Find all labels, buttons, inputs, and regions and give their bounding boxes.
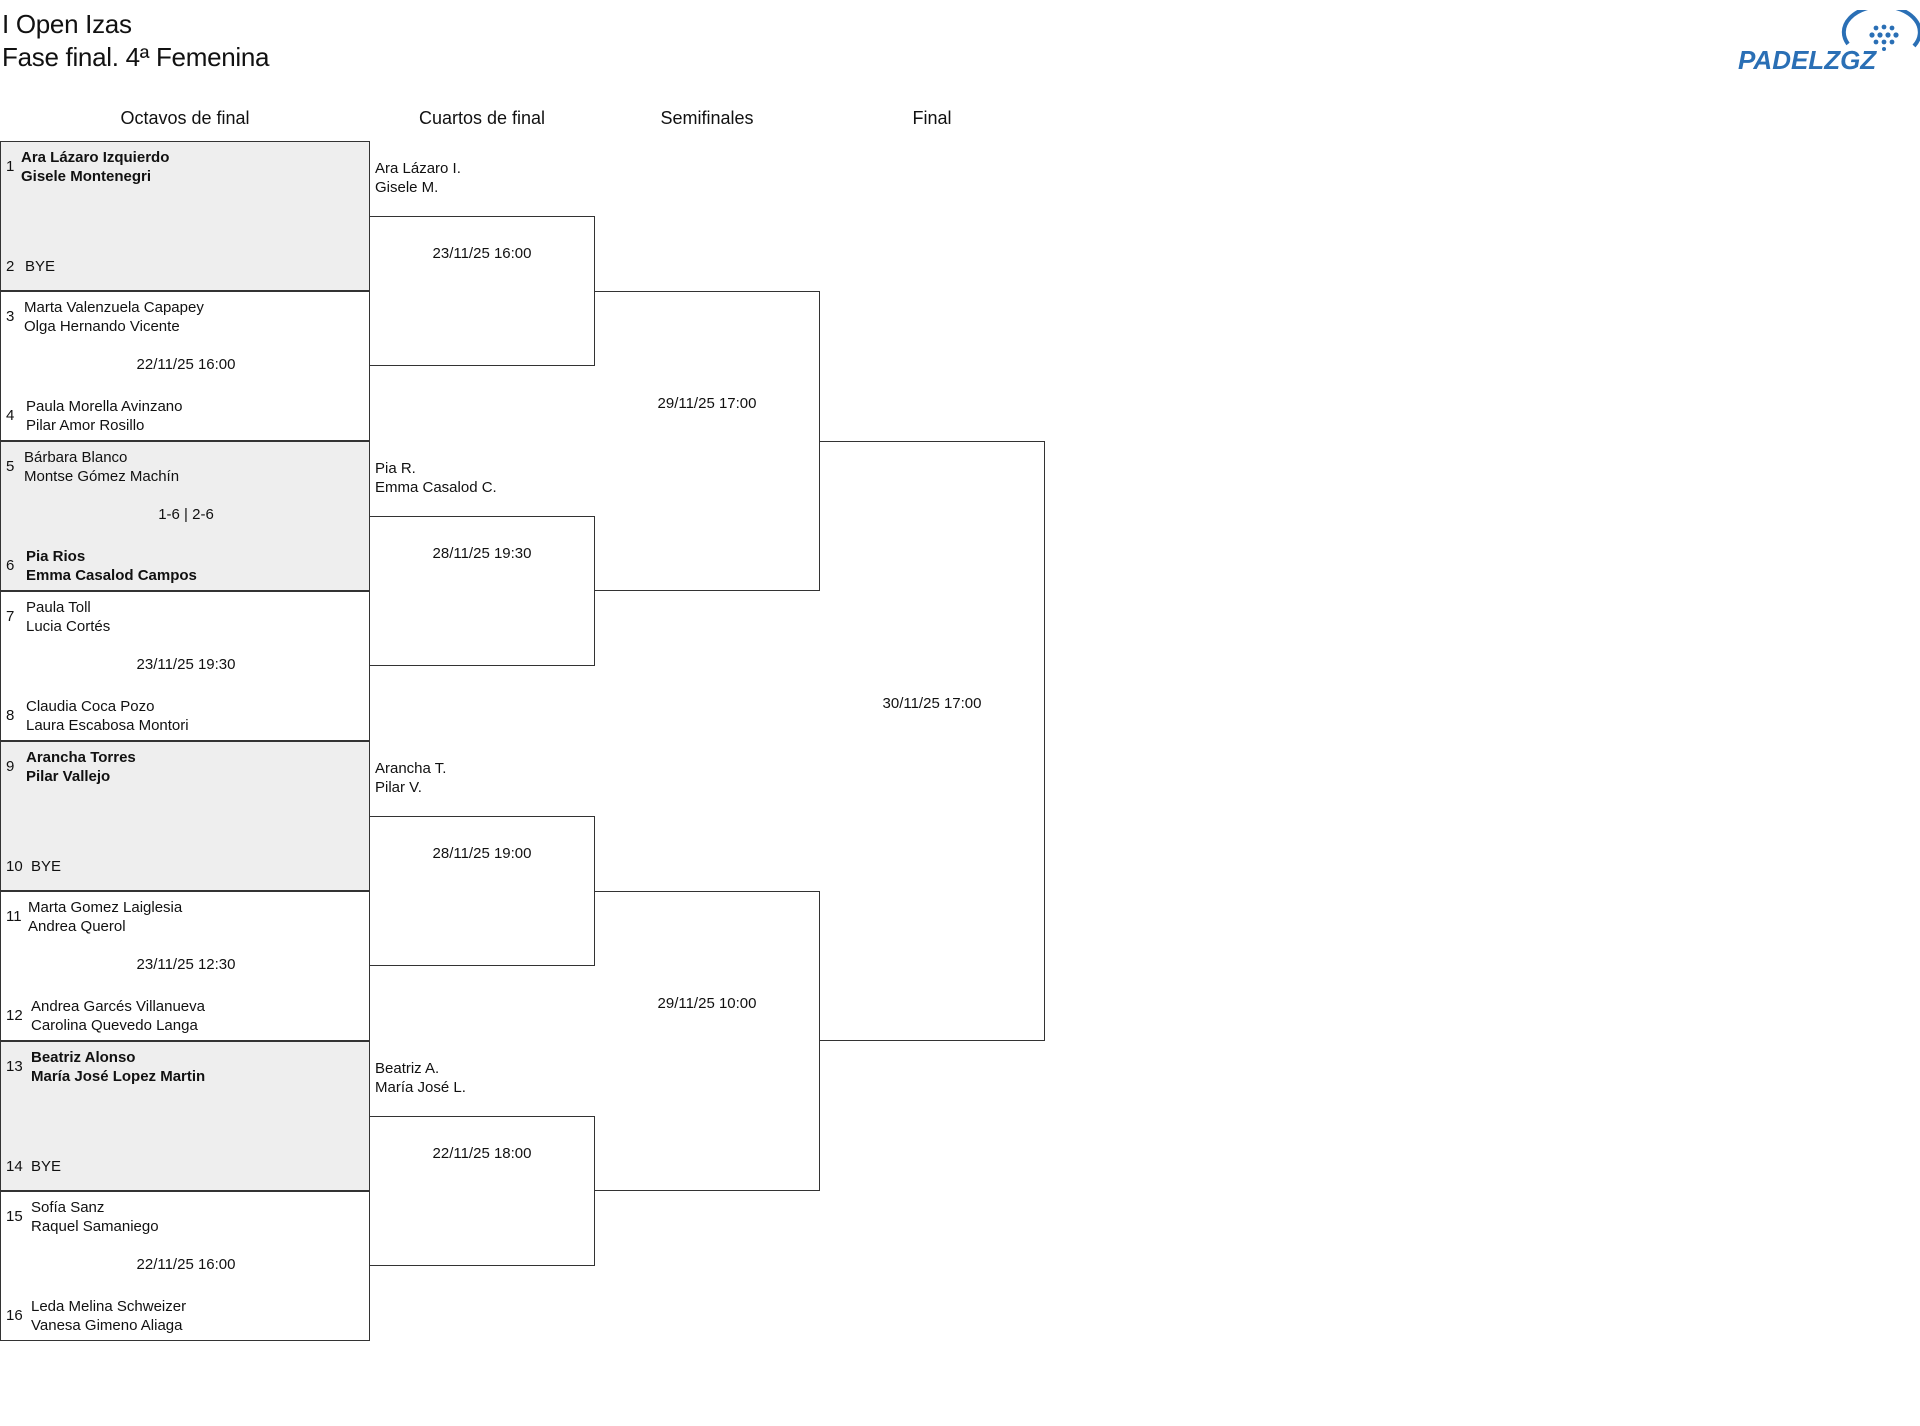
r16-match-4: 7 Paula Toll Lucia Cortés 23/11/25 19:30… (0, 591, 370, 741)
seed-number: 13 (6, 1058, 23, 1075)
qf-match-time: 22/11/25 18:00 (432, 1145, 532, 1162)
sf-connector-2 (595, 891, 820, 1191)
team-player-2: Laura Escabosa Montori (26, 717, 189, 734)
team-player-1: Sofía Sanz (31, 1199, 105, 1216)
tournament-title: I Open Izas (2, 9, 132, 39)
seed-number: 10 (6, 858, 23, 875)
logo-text: PADELZGZ (1738, 45, 1877, 75)
seed-number: 7 (6, 608, 15, 625)
seed-number: 12 (6, 1007, 23, 1024)
match-time: 22/11/25 16:00 (136, 356, 236, 373)
final-connector (820, 441, 1045, 1041)
seed-number: 6 (6, 557, 15, 574)
team-player-1: BYE (25, 258, 56, 275)
round-header-r16: Octavos de final (120, 108, 250, 128)
seed-number: 5 (6, 458, 15, 475)
r16-match-7: 13 Beatriz Alonso María José Lopez Marti… (0, 1041, 370, 1191)
team-player-2: Andrea Querol (28, 918, 126, 935)
team-player-1: Ara Lázaro Izquierdo (21, 149, 170, 166)
advanced-team-3-player-2: Pilar V. (375, 779, 422, 796)
team-player-1: Pia Rios (26, 548, 86, 565)
round-header-sf: Semifinales (660, 108, 754, 128)
seed-number: 14 (6, 1158, 23, 1175)
team-player-1: Leda Melina Schweizer (31, 1298, 187, 1315)
team-player-2: Lucia Cortés (26, 618, 111, 635)
team-player-2: Pilar Amor Rosillo (26, 417, 145, 434)
sf-connector-1 (595, 291, 820, 591)
team-player-2: Emma Casalod Campos (26, 567, 197, 584)
team-player-1: Andrea Garcés Villanueva (31, 998, 205, 1015)
advanced-team-1-player-2: Gisele M. (375, 179, 439, 196)
sf-match-time: 29/11/25 10:00 (657, 995, 757, 1012)
sf-match-time: 29/11/25 17:00 (657, 395, 757, 412)
team-player-2: Vanesa Gimeno Aliaga (31, 1317, 183, 1334)
team-player-1: Paula Morella Avinzano (26, 398, 183, 415)
team-player-1: BYE (31, 858, 62, 875)
team-player-1: Arancha Torres (26, 749, 136, 766)
seed-number: 11 (6, 908, 22, 925)
match-time: 22/11/25 16:00 (136, 1256, 236, 1273)
team-player-1: BYE (31, 1158, 62, 1175)
bracket-subtitle: Fase final. 4ª Femenina (2, 42, 270, 72)
team-player-2: Pilar Vallejo (26, 768, 111, 785)
seed-number: 2 (6, 258, 15, 275)
qf-connector-3 (370, 816, 595, 966)
seed-number: 8 (6, 707, 15, 724)
team-player-2: Carolina Quevedo Langa (31, 1017, 198, 1034)
qf-connector-2 (370, 516, 595, 666)
padelzgz-logo: PADELZGZ (1736, 4, 1920, 76)
r16-match-6: 11 Marta Gomez Laiglesia Andrea Querol 2… (0, 891, 370, 1041)
team-player-2: Montse Gómez Machín (24, 468, 180, 485)
advanced-team-1-player-1: Ara Lázaro I. (375, 160, 461, 177)
team-player-1: Bárbara Blanco (24, 449, 128, 466)
team-player-1: Claudia Coca Pozo (26, 698, 155, 715)
match-score: 1-6 | 2-6 (158, 506, 214, 523)
qf-match-time: 28/11/25 19:30 (432, 545, 532, 562)
qf-connector-1 (370, 216, 595, 366)
qf-connector-4 (370, 1116, 595, 1266)
seed-number: 16 (6, 1307, 23, 1324)
round-header-final: Final (912, 108, 952, 128)
team-player-1: Marta Valenzuela Capapey (24, 299, 204, 316)
seed-number: 4 (6, 407, 15, 424)
qf-match-time: 23/11/25 16:00 (432, 245, 532, 262)
advanced-team-4-player-2: María José L. (375, 1079, 466, 1096)
r16-match-5: 9 Arancha Torres Pilar Vallejo 10 BYE (0, 741, 370, 891)
match-time: 23/11/25 19:30 (136, 656, 236, 673)
qf-match-time: 28/11/25 19:00 (432, 845, 532, 862)
team-player-1: Marta Gomez Laiglesia (28, 899, 183, 916)
seed-number: 15 (6, 1208, 23, 1225)
team-player-1: Paula Toll (26, 599, 91, 616)
r16-match-8: 15 Sofía Sanz Raquel Samaniego 22/11/25 … (0, 1191, 370, 1341)
seed-number: 3 (6, 308, 15, 325)
final-match-time: 30/11/25 17:00 (882, 695, 982, 712)
advanced-team-2-player-2: Emma Casalod C. (375, 479, 497, 496)
team-player-1: Beatriz Alonso (31, 1049, 136, 1066)
seed-number: 9 (6, 758, 15, 775)
team-player-2: Gisele Montenegri (21, 168, 152, 185)
team-player-2: María José Lopez Martin (31, 1068, 206, 1085)
r16-match-2: 3 Marta Valenzuela Capapey Olga Hernando… (0, 291, 370, 441)
advanced-team-2-player-1: Pia R. (375, 460, 416, 477)
match-time: 23/11/25 12:30 (136, 956, 236, 973)
team-player-2: Olga Hernando Vicente (24, 318, 180, 335)
team-player-2: Raquel Samaniego (31, 1218, 159, 1235)
round-header-qf: Cuartos de final (418, 108, 546, 128)
seed-number: 1 (6, 158, 15, 175)
r16-match-3: 5 Bárbara Blanco Montse Gómez Machín 1-6… (0, 441, 370, 591)
advanced-team-4-player-1: Beatriz A. (375, 1060, 440, 1077)
advanced-team-3-player-1: Arancha T. (375, 760, 447, 777)
r16-match-1: 1 Ara Lázaro Izquierdo Gisele Montenegri… (0, 141, 370, 291)
